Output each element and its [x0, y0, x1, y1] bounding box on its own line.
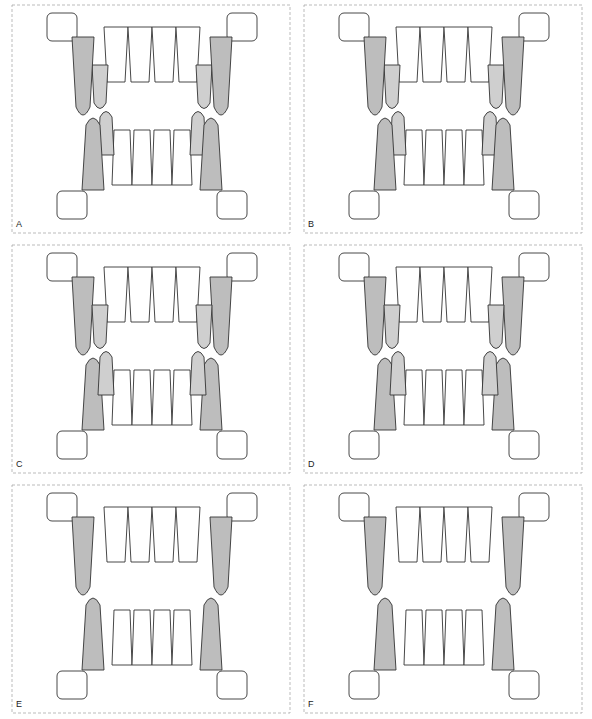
panel-letter: E: [16, 700, 22, 709]
dentition-a: [47, 13, 257, 219]
dentition-b: [339, 13, 549, 219]
panel-letter: F: [308, 700, 314, 709]
panel-frame: [12, 5, 290, 233]
panel-frame: [12, 245, 290, 473]
panel-frame: [304, 245, 582, 473]
dentition-c: [47, 253, 257, 459]
panel-letter: A: [16, 220, 22, 229]
panel-letter: D: [308, 460, 315, 469]
panel-frame: [304, 485, 582, 713]
panel-letter: C: [16, 460, 23, 469]
dentition-f: [339, 493, 549, 699]
panel-frame: [12, 485, 290, 713]
dentition-d: [339, 253, 549, 459]
panel-letter: B: [308, 220, 314, 229]
panel-frame: [304, 5, 582, 233]
dentition-e: [47, 493, 257, 699]
